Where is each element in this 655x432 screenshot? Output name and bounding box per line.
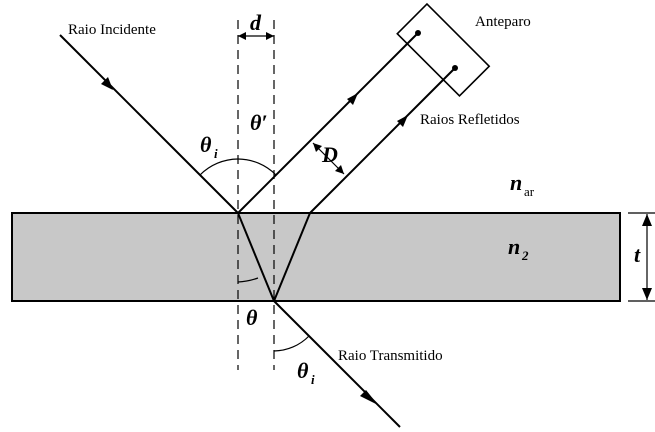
- t-arrow-top: [642, 214, 652, 226]
- screen-dot-1: [415, 30, 421, 36]
- symbol-D: D: [321, 142, 338, 167]
- transmitted-ray-arrow: [360, 390, 378, 405]
- transmitted-ray: [273, 300, 401, 428]
- angle-arc-theta-i-bottom: [273, 335, 310, 352]
- glass-slab: [11, 212, 621, 302]
- symbol-theta-i-bottom: θ: [297, 358, 309, 383]
- D-arrow-bottom: [335, 165, 344, 174]
- refracted-ray-up: [273, 212, 311, 302]
- angle-arc-theta-prime: [237, 158, 277, 176]
- symbol-theta-i: θ: [200, 132, 212, 157]
- reflected-rays-label: Raios Refletidos: [420, 112, 520, 128]
- t-arrow-bottom: [642, 288, 652, 300]
- reflected-ray-2-arrow: [397, 115, 408, 127]
- angle-arc-theta: [237, 277, 259, 283]
- symbol-n2-sub: 2: [521, 248, 529, 263]
- D-arrow-top: [313, 143, 322, 152]
- symbol-theta-i-bottom-sub: i: [311, 372, 315, 387]
- d-arrow-left: [238, 32, 246, 40]
- screen-dot-2: [452, 65, 458, 71]
- symbol-t: t: [634, 242, 641, 267]
- d-arrow-right: [266, 32, 274, 40]
- screen-box: [396, 2, 491, 98]
- symbol-n2: n: [508, 234, 520, 259]
- incident-ray-label: Raio Incidente: [68, 22, 156, 38]
- symbol-n-air: n: [510, 170, 522, 195]
- symbol-theta-i-sub: i: [214, 146, 218, 161]
- incident-ray: [59, 34, 239, 214]
- incident-ray-arrow: [101, 77, 113, 90]
- reflected-ray-1-arrow: [347, 93, 358, 105]
- symbol-n-air-sub: ar: [524, 184, 535, 199]
- symbol-d: d: [250, 10, 262, 35]
- screen-label: Anteparo: [475, 14, 531, 30]
- angle-arc-theta-i: [199, 158, 239, 176]
- refracted-ray-down: [237, 212, 275, 302]
- transmitted-ray-label: Raio Transmitido: [338, 348, 443, 364]
- symbol-theta: θ: [246, 305, 258, 330]
- reflected-ray-1: [237, 32, 419, 214]
- reflected-ray-2: [309, 67, 456, 214]
- symbol-theta-prime: θ′: [250, 110, 268, 135]
